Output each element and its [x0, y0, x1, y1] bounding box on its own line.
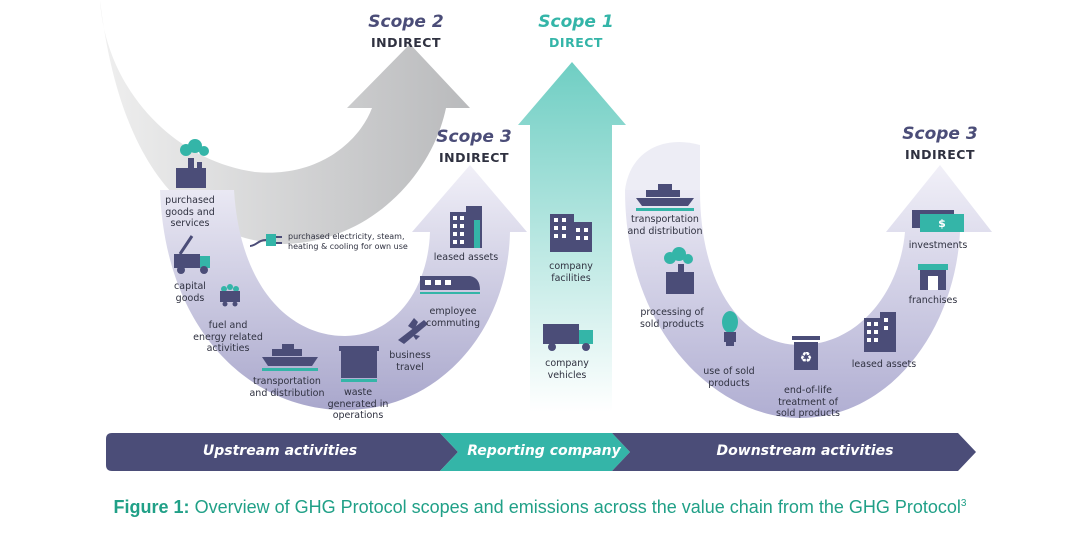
train-icon [420, 276, 480, 294]
leased-assets-upstream-label: leased assets [433, 252, 499, 263]
truck-crane-icon [174, 235, 210, 274]
downstream-activities-label: Downstream activities [716, 443, 894, 459]
svg-text:♻: ♻ [800, 350, 813, 366]
building-icon [550, 214, 592, 252]
scope1-subtitle: DIRECT [549, 35, 603, 50]
plug-icon [249, 234, 282, 247]
svg-text:$: $ [938, 217, 946, 230]
banknote-icon: $ [912, 210, 964, 232]
downstream-band [612, 433, 976, 471]
leased-assets-downstream-label: leased assets [851, 359, 917, 370]
scope3-downstream-title: Scope 3 [902, 124, 978, 144]
factory-icon [664, 247, 694, 294]
reporting-company-label: Reporting company [467, 443, 621, 459]
upstream-band [106, 433, 458, 471]
scope3-upstream-subtitle: INDIRECT [438, 150, 509, 165]
franchises-label: franchises [908, 295, 958, 306]
coal-cart-icon [220, 284, 240, 307]
factory-icon [176, 139, 209, 188]
ship-icon [262, 344, 318, 371]
lightbulb-icon [722, 311, 738, 346]
scope2-subtitle: INDIRECT [370, 35, 441, 50]
airplane-icon [398, 318, 428, 344]
figure-caption: Figure 1: Overview of GHG Protocol scope… [0, 497, 1080, 518]
reporting-band [440, 433, 630, 471]
scope3-downstream-subtitle: INDIRECT [904, 147, 975, 162]
ship-icon [636, 184, 694, 211]
scope2-title: Scope 2 [368, 12, 444, 32]
caption-label: Figure 1: [113, 497, 190, 517]
caption-text: Overview of GHG Protocol scopes and emis… [189, 497, 961, 517]
dumpster-icon [339, 346, 379, 382]
downstream-arc-top [625, 142, 700, 190]
scope3-downstream-arrow [625, 165, 992, 418]
lorry-icon [543, 324, 593, 351]
upstream-activities-label: Upstream activities [202, 443, 358, 459]
purchased-electricity-label: purchased electricity, steam,heating & c… [288, 232, 408, 251]
investments-label: investments [908, 240, 968, 251]
scope3-upstream-title: Scope 3 [436, 127, 512, 147]
scope1-title: Scope 1 [538, 12, 614, 32]
building-icon [864, 312, 896, 352]
recycle-bin-icon: ♻ [792, 336, 820, 370]
building-icon [450, 206, 482, 248]
scope3-upstream-arrow [160, 165, 527, 410]
store-icon [918, 264, 948, 290]
caption-footnote: 3 [960, 498, 967, 509]
